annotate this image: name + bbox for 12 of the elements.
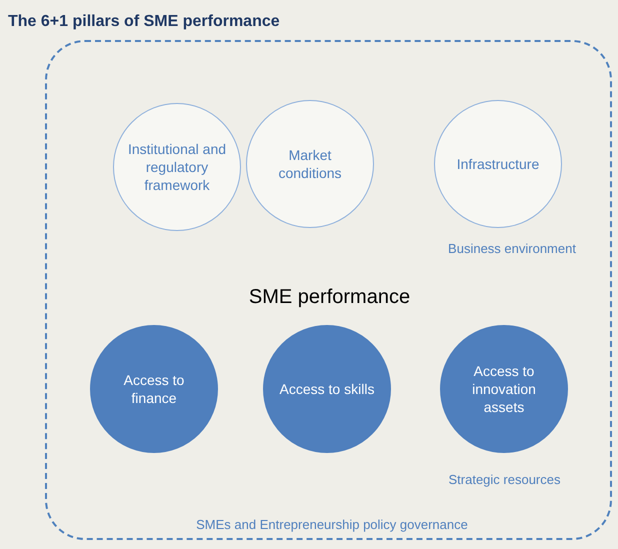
pillar-label: Infrastructure — [456, 154, 540, 174]
diagram-title: The 6+1 pillars of SME performance — [8, 12, 280, 32]
pillar-label: Access to skills — [280, 380, 374, 398]
pillar-label: Institutional and regulatory framework — [126, 140, 228, 194]
group-caption: Strategic resources — [448, 471, 562, 489]
pillar-label: Market conditions — [277, 146, 343, 182]
group-caption: Business environment — [447, 240, 577, 258]
group-label: SMEs and Entrepreneurship policy governance — [195, 516, 469, 534]
center-label: SME performance — [248, 285, 412, 310]
pillar-label: Access to innovation assets — [471, 362, 537, 416]
dashed-group-box — [45, 40, 612, 540]
pillar-label: Access to finance — [122, 370, 186, 408]
